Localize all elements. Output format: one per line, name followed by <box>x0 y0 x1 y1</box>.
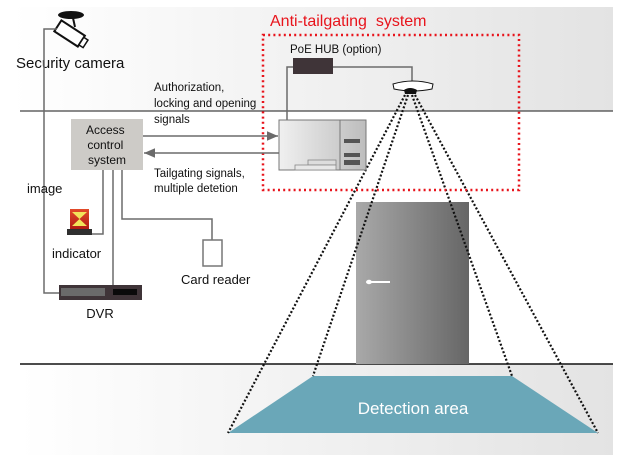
system-title: Anti-tailgating system <box>270 13 427 30</box>
tailgating-signals-label: Tailgating signals, multiple detetion <box>154 168 248 195</box>
indicator-label: indicator <box>52 246 102 261</box>
card-reader-icon <box>202 239 223 267</box>
dvr-icon <box>59 285 142 300</box>
image-label: image <box>27 181 62 196</box>
security-camera-icon <box>52 11 90 49</box>
door <box>356 202 469 364</box>
wire-hub-to-controller <box>286 66 293 120</box>
detection-area <box>228 376 598 433</box>
detection-area-label: Detection area <box>358 399 469 418</box>
card-reader-label: Card reader <box>181 272 251 287</box>
wire-camera-to-dvr <box>43 28 62 294</box>
indicator-lamp-icon <box>67 209 92 235</box>
beam-inner-right <box>410 94 514 377</box>
beam-inner-left <box>311 94 410 377</box>
auth-signals-label: Authorization, locking and opening signa… <box>154 82 260 126</box>
security-camera-label: Security camera <box>16 55 125 72</box>
detection-beams <box>227 94 599 434</box>
controller-unit <box>278 119 367 171</box>
ceiling-sensor <box>392 80 434 94</box>
access-control-system <box>71 119 143 170</box>
beam-outer-right <box>414 94 599 434</box>
poe-hub <box>293 58 333 74</box>
poe-hub-label: PoE HUB (option) <box>290 44 382 56</box>
wire-to-card-reader <box>121 170 213 240</box>
dvr-label: DVR <box>86 306 113 321</box>
wire-to-indicator <box>91 170 104 235</box>
access-control-label: Access control system <box>86 123 128 167</box>
anti-tailgating-system-border <box>261 33 521 192</box>
beam-outer-left <box>227 94 406 434</box>
wire-hub-to-sensor <box>333 66 413 83</box>
